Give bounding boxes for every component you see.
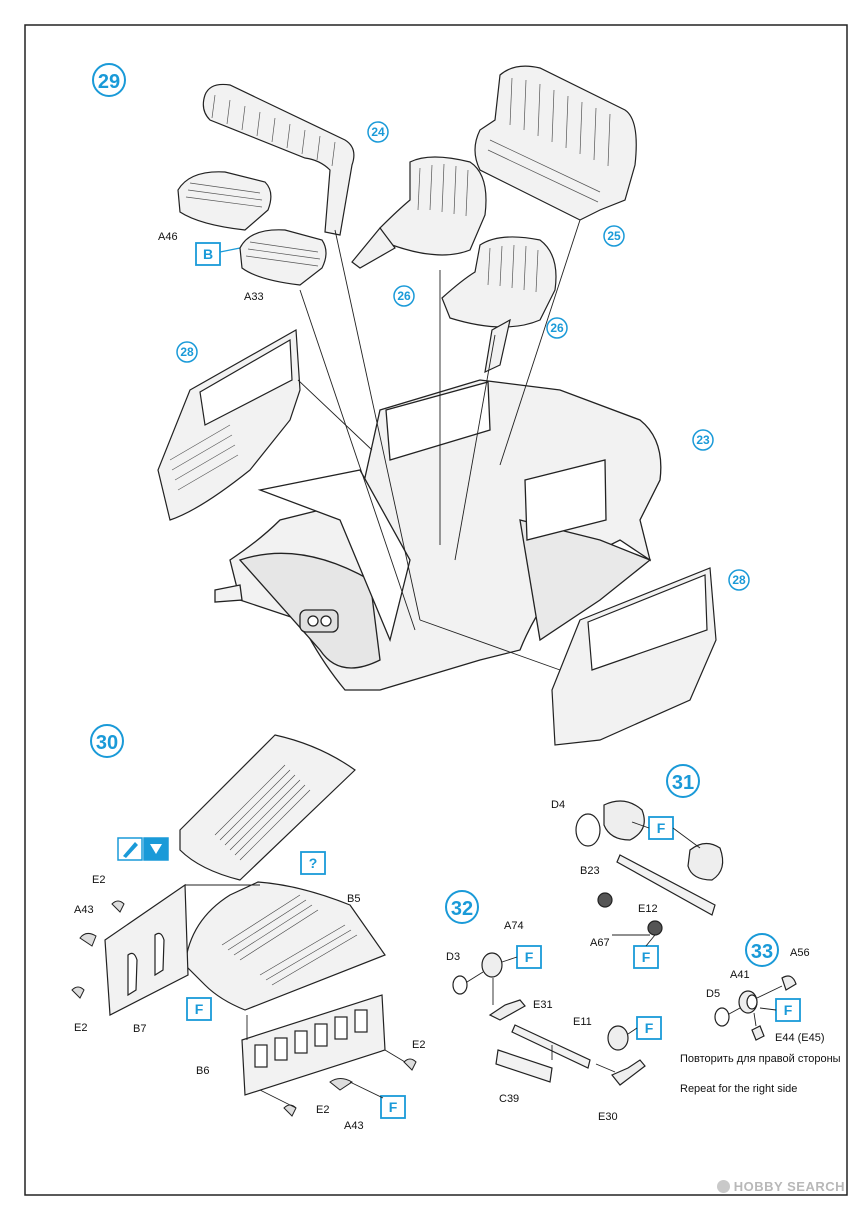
- label-a43-left: A43: [74, 904, 94, 916]
- step-30-guide-lines: [185, 884, 406, 1109]
- rear-bench-seat-25: [474, 65, 637, 221]
- label-d5: D5: [706, 988, 720, 1000]
- label-e2-lower: E2: [316, 1104, 329, 1116]
- callout-24-text: 24: [371, 125, 385, 139]
- label-e2-top: E2: [92, 874, 105, 886]
- step-31-box-f1-text: F: [657, 820, 666, 836]
- label-a74: A74: [504, 920, 524, 932]
- step-32-number: 32: [451, 898, 473, 920]
- callout-26a-text: 26: [397, 289, 411, 303]
- label-e11: E11: [573, 1016, 592, 1028]
- callout-26b-text: 26: [550, 321, 564, 335]
- label-a33: A33: [244, 291, 264, 303]
- step-30-number: 30: [96, 732, 118, 754]
- watermark-text: HOBBY SEARCH: [733, 1179, 845, 1194]
- step-32-box-f1-text: F: [525, 949, 534, 965]
- callout-24: [367, 121, 389, 143]
- label-e2-bottom: E2: [74, 1022, 87, 1034]
- step-30-box-f1: [186, 997, 212, 1021]
- box-question-text: ?: [309, 855, 318, 871]
- step-33-box-f-text: F: [784, 1002, 793, 1018]
- label-b6: B6: [196, 1065, 209, 1077]
- seat-cushion-a46: [177, 171, 272, 231]
- side-panel-b7: [104, 883, 189, 1016]
- step-33-number: 33: [751, 941, 773, 963]
- callout-28a: [176, 341, 198, 363]
- step-30: 30 ? B5: [71, 724, 425, 1132]
- watermark-logo-icon: [716, 1180, 730, 1193]
- hood-top-panel: [179, 734, 356, 881]
- step-29-number: 29: [98, 71, 120, 93]
- label-b7: B7: [133, 1023, 146, 1035]
- step-32-badge: [445, 890, 479, 924]
- seat-cushion-a33: [239, 229, 327, 286]
- label-d3: D3: [446, 951, 460, 963]
- callout-25: [603, 225, 625, 247]
- hood-b5: [184, 881, 386, 1011]
- step-32-guide-lines: [466, 956, 638, 1073]
- rear-bench-seat: [202, 83, 355, 236]
- watermark: HOBBY SEARCH: [716, 1179, 845, 1194]
- label-a46: A46: [158, 231, 178, 243]
- side-lamp-assembly: [714, 975, 797, 1041]
- step-30-box-f2: [380, 1095, 406, 1119]
- step-31-box-f2-text: F: [642, 949, 651, 965]
- front-seat-left: [351, 156, 487, 269]
- callout-26b: [546, 317, 568, 339]
- callout-28b-text: 28: [732, 573, 746, 587]
- step-29-badge: [92, 63, 126, 97]
- label-a67: A67: [590, 937, 610, 949]
- fog-lamp-left-assembly: [452, 952, 646, 1086]
- label-e12: E12: [638, 903, 658, 915]
- note-english: Repeat for the right side: [680, 1083, 798, 1095]
- step-30-box-f1-text: F: [195, 1001, 204, 1017]
- label-a56: A56: [790, 947, 810, 959]
- headlights-assembly: [575, 800, 724, 936]
- step-29: 29 24 A46 B: [92, 63, 750, 746]
- door-left: [157, 329, 301, 521]
- box-b-text: B: [203, 246, 213, 262]
- step-31: 31 D4 B23 E12 A67 F F: [551, 764, 724, 969]
- step-32-box-f2-text: F: [645, 1020, 654, 1036]
- step-31-number: 31: [672, 772, 694, 794]
- callout-23-text: 23: [696, 433, 710, 447]
- label-b23: B23: [580, 865, 600, 877]
- callout-28a-text: 28: [180, 345, 194, 359]
- step-31-guide-lines: [612, 821, 701, 947]
- step-33-badge: [745, 933, 779, 967]
- page-frame: [24, 24, 848, 1196]
- radiator-grille-b6: [241, 994, 386, 1096]
- step-31-badge: [666, 764, 700, 798]
- door-right: [551, 567, 717, 746]
- label-e30: E30: [598, 1111, 618, 1123]
- step-29-guide-lines: [297, 219, 581, 671]
- box-b: [195, 242, 221, 266]
- label-b5: B5: [347, 893, 360, 905]
- callout-25-text: 25: [607, 229, 621, 243]
- step-33: 33 A56 A41 D5 E44 (E45) F: [706, 933, 825, 1044]
- label-e2-right: E2: [412, 1039, 425, 1051]
- label-e44: E44 (E45): [775, 1032, 825, 1044]
- step-30-box-f2-text: F: [389, 1099, 398, 1115]
- label-a41: A41: [730, 969, 750, 981]
- front-seat-right: [441, 236, 557, 374]
- callout-28b: [728, 569, 750, 591]
- label-a43-lower: A43: [344, 1120, 364, 1132]
- car-body: [214, 379, 662, 691]
- label-d4: D4: [551, 799, 565, 811]
- callout-26a: [393, 285, 415, 307]
- callout-23: [692, 429, 714, 451]
- step-30-badge: [90, 724, 124, 758]
- box-question: [300, 851, 326, 875]
- step-32: 32 A74 D3 E31 E11 C39 E30 F F: [445, 890, 662, 1123]
- note-russian: Повторить для правой стороны: [680, 1053, 841, 1065]
- label-c39: C39: [499, 1093, 519, 1105]
- step-33-guide-lines: [728, 985, 783, 1027]
- label-e31: E31: [533, 999, 553, 1011]
